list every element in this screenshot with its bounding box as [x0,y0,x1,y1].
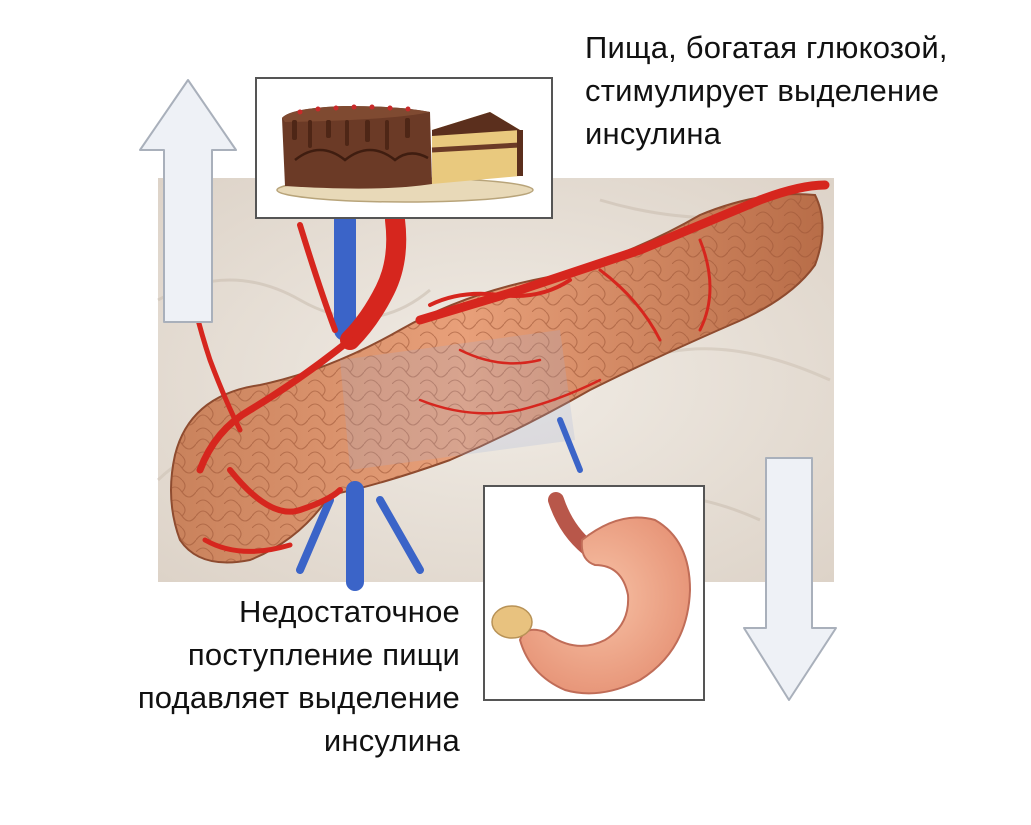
pancreas [170,193,824,564]
caption-fasting-suppresses-insulin: Недостаточное поступление пищи подавляет… [137,594,460,758]
arrow-up-icon [139,79,237,323]
cake-icon [255,77,553,219]
veins [296,209,583,591]
arteries [177,180,830,554]
stomach-icon [483,485,705,701]
arrow-down-icon [743,457,837,701]
caption-glucose-stimulates-insulin: Пища, богатая глюкозой, стимулирует выде… [585,30,948,151]
